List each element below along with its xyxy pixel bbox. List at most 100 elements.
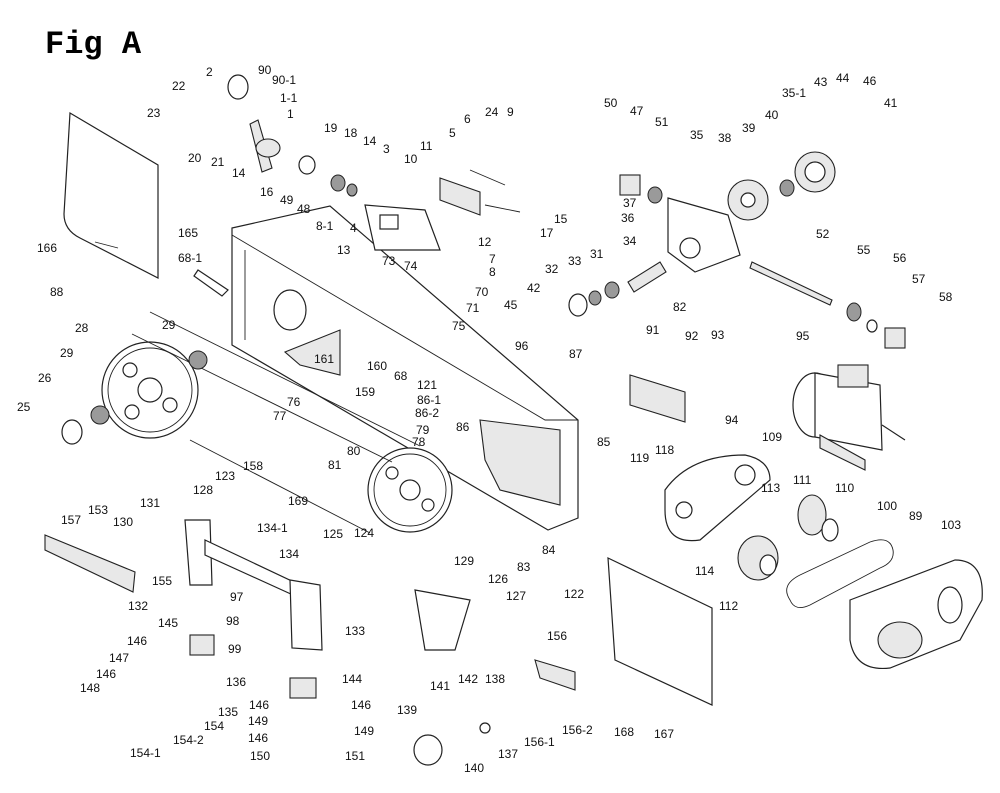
part-callout-label: 1 <box>287 107 294 121</box>
part-callout-label: 150 <box>250 749 270 763</box>
idler-wheel-rim <box>373 453 447 527</box>
part-callout-label: 4 <box>350 221 357 235</box>
part-callout-label: 37 <box>623 196 637 210</box>
gearbox-bore <box>679 237 701 259</box>
part-callout-label: 15 <box>554 212 568 226</box>
handwheel <box>413 734 443 766</box>
part-callout-label: 76 <box>287 395 301 409</box>
blade-slide <box>439 177 481 216</box>
part-callout-label: 112 <box>719 599 738 613</box>
part-callout-label: 158 <box>243 459 263 473</box>
part-callout-label: 83 <box>517 560 531 574</box>
blade-guard-cover <box>63 111 159 279</box>
part-callout-label: 44 <box>836 71 850 85</box>
bearing <box>846 302 862 322</box>
motor-junction-box <box>837 364 869 388</box>
belt-cover-dome <box>877 621 923 659</box>
motor-shaft <box>881 424 906 441</box>
part-callout-label: 130 <box>113 515 133 529</box>
part-callout-label: 149 <box>248 714 268 728</box>
pulley-cover-hole <box>734 464 756 486</box>
part-callout-label: 33 <box>568 254 582 268</box>
part-callout-label: 5 <box>449 126 456 140</box>
part-callout-label: 136 <box>226 675 246 689</box>
worm-shaft <box>749 261 833 306</box>
part-callout-label: 40 <box>765 108 779 122</box>
part-callout-label: 12 <box>478 235 492 249</box>
part-callout-label: 166 <box>37 241 57 255</box>
motor-foot <box>819 434 866 471</box>
part-callout-label: 51 <box>655 115 669 129</box>
part-callout-label: 14 <box>363 134 377 148</box>
idler-wheel-hub <box>399 479 421 501</box>
part-callout-label: 124 <box>354 526 374 540</box>
part-callout-label: 87 <box>569 347 583 361</box>
gearbox-cover-hub <box>804 161 826 183</box>
part-callout-label: 58 <box>939 290 953 304</box>
gearbox-pulley-hub <box>759 554 777 576</box>
blade-return-run <box>189 439 371 534</box>
plate-slot <box>379 214 399 230</box>
part-callout-label: 25 <box>17 400 31 414</box>
part-callout-label: 92 <box>685 329 699 343</box>
part-callout-label: 149 <box>354 724 374 738</box>
part-callout-label: 144 <box>342 672 362 686</box>
part-callout-label: 96 <box>515 339 529 353</box>
drive-wheel-spoke-hole <box>124 404 140 420</box>
part-callout-label: 154-2 <box>173 733 204 747</box>
part-callout-label: 141 <box>430 679 450 693</box>
washer <box>568 293 588 317</box>
part-callout-label: 31 <box>590 247 604 261</box>
part-callout-label: 45 <box>504 298 518 312</box>
rear-guard-sheet <box>607 557 713 706</box>
part-callout-label: 34 <box>623 234 637 248</box>
part-callout-label: 24 <box>485 105 499 119</box>
part-callout-label: 43 <box>814 75 828 89</box>
frame-gear-mount <box>479 419 561 506</box>
part-callout-label: 77 <box>273 409 287 423</box>
part-callout-label: 39 <box>742 121 756 135</box>
gearbox-housing <box>667 197 741 273</box>
slide-rods <box>469 169 521 213</box>
switch-block <box>189 634 215 656</box>
part-callout-label: 155 <box>152 574 172 588</box>
part-callout-label: 35-1 <box>782 86 806 100</box>
part-callout-label: 68 <box>394 369 408 383</box>
part-callout-label: 81 <box>328 458 342 472</box>
part-callout-label: 111 <box>793 473 812 487</box>
worm-gear-hub <box>740 192 756 208</box>
part-callout-label: 122 <box>564 587 584 601</box>
switch-block <box>289 677 317 699</box>
part-callout-label: 156-2 <box>562 723 593 737</box>
part-callout-label: 73 <box>382 254 396 268</box>
bearing-ring <box>330 174 346 192</box>
part-callout-label: 156-1 <box>524 735 555 749</box>
part-callout-label: 142 <box>458 672 478 686</box>
figure-title: Fig A <box>45 26 142 63</box>
part-callout-label: 48 <box>297 202 311 216</box>
part-callout-label: 10 <box>404 152 418 166</box>
part-callout-label: 18 <box>344 126 358 140</box>
part-callout-label: 103 <box>941 518 961 532</box>
part-callout-label: 127 <box>506 589 526 603</box>
part-callout-label: 8 <box>489 265 496 279</box>
blade-upper-run <box>149 311 421 447</box>
part-callout-label: 113 <box>761 481 780 495</box>
part-callout-label: 79 <box>416 423 430 437</box>
frame-hole <box>273 289 307 331</box>
frame-bracket <box>283 329 341 376</box>
part-callout-label: 22 <box>172 79 186 93</box>
part-callout-label: 52 <box>816 227 830 241</box>
part-callout-label: 88 <box>50 285 64 299</box>
part-callout-label: 146 <box>351 698 371 712</box>
part-callout-label: 35 <box>690 128 704 142</box>
switch-plate <box>534 659 576 691</box>
part-callout-label: 32 <box>545 262 559 276</box>
stand-left-leg <box>184 519 213 586</box>
motor-pulley <box>797 494 827 536</box>
part-callout-label: 29 <box>60 346 74 360</box>
part-callout-label: 93 <box>711 328 725 342</box>
part-callout-label: 2 <box>206 65 213 79</box>
part-callout-label: 146 <box>127 634 147 648</box>
part-callout-label: 21 <box>211 155 225 169</box>
